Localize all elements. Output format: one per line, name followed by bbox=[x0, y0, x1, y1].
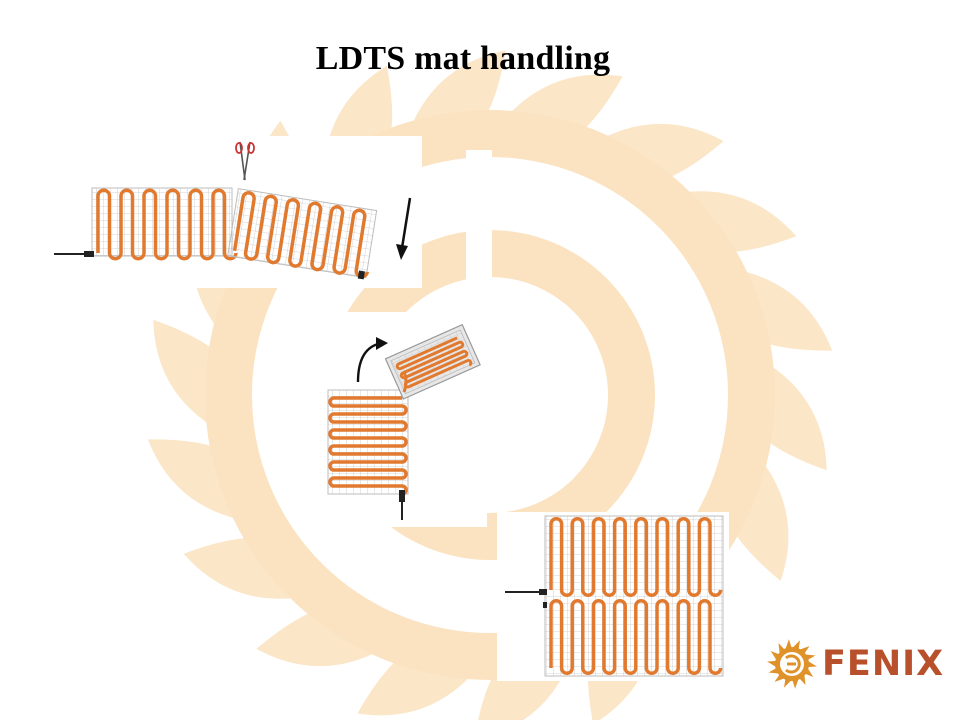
curved-arrow-icon bbox=[356, 337, 388, 383]
sun-logo-icon bbox=[767, 639, 817, 689]
mat-right-section bbox=[227, 188, 378, 280]
mat-lower-row bbox=[549, 599, 723, 675]
logo-sun-ray bbox=[784, 678, 792, 688]
logo-sun-ray bbox=[778, 642, 785, 654]
logo-sun-ray bbox=[799, 674, 806, 686]
step-layout-mat-diagram bbox=[497, 512, 729, 681]
scissors-icon bbox=[235, 141, 255, 181]
cold-lead-cable bbox=[54, 251, 94, 257]
mat-vertical-section bbox=[327, 389, 409, 520]
fenix-logo: FENIX bbox=[766, 636, 945, 692]
cold-lead-cable bbox=[505, 589, 547, 608]
logo-sun-ray bbox=[799, 646, 810, 654]
brand-name: FENIX bbox=[822, 644, 945, 684]
sun-ray bbox=[591, 123, 724, 183]
logo-sun-ray bbox=[807, 660, 817, 668]
mat-upper-row bbox=[549, 517, 723, 597]
logo-sun-ray bbox=[792, 640, 800, 650]
step-cut-mat-diagram bbox=[40, 136, 422, 288]
logo-sun-ray bbox=[767, 660, 777, 668]
slide-title: LDTS mat handling bbox=[315, 40, 611, 77]
logo-sun-ray bbox=[792, 678, 799, 689]
mat-folded-section bbox=[384, 323, 481, 400]
mat-left-section bbox=[91, 187, 238, 261]
arrow-down-icon bbox=[396, 197, 412, 260]
sun-ray bbox=[256, 607, 389, 667]
logo-sun-ray bbox=[774, 674, 785, 682]
step-fold-mat-diagram bbox=[304, 312, 487, 527]
logo-sun-ray bbox=[785, 639, 792, 650]
